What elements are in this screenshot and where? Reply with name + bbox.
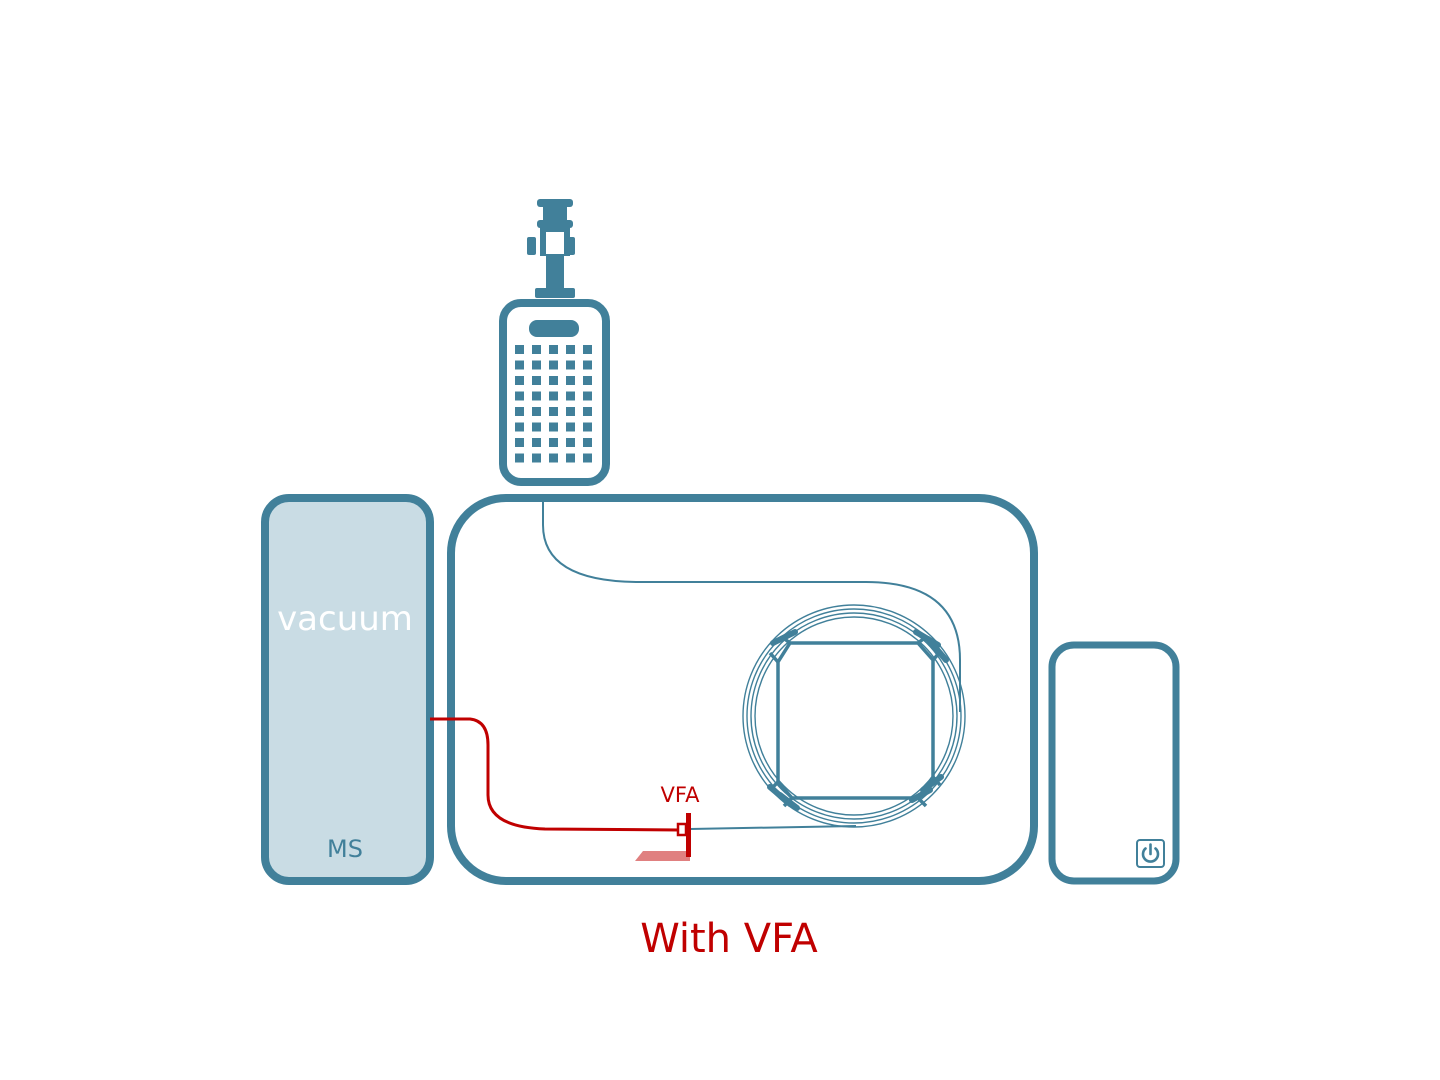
vfa-device: VFA — [635, 783, 700, 861]
ms-label: MS — [327, 835, 363, 863]
vent-square — [549, 360, 558, 370]
vent-square — [583, 345, 592, 354]
ms-unit: vacuum MS — [261, 494, 434, 885]
vent-square — [532, 391, 541, 401]
vfa-label: VFA — [661, 783, 701, 807]
vent-square — [532, 345, 541, 354]
column-clips — [767, 629, 949, 811]
vent-square — [515, 422, 524, 432]
vent-square — [549, 422, 558, 432]
vent-square — [566, 345, 575, 354]
vent-square — [566, 422, 575, 432]
vent-square — [515, 391, 524, 401]
transfer-line — [430, 717, 681, 832]
vent-square — [566, 391, 575, 401]
vent-square — [515, 438, 524, 447]
inlet-vent-grid — [515, 345, 592, 463]
vent-square — [532, 407, 541, 416]
vent-square — [532, 422, 541, 432]
vent-square — [515, 376, 524, 385]
vent-square — [583, 453, 592, 463]
vent-square — [549, 391, 558, 401]
vacuum-label: vacuum — [277, 599, 413, 639]
vent-square — [583, 391, 592, 401]
vent-square — [583, 438, 592, 447]
vent-square — [532, 438, 541, 447]
vent-square — [532, 376, 541, 385]
ms-box — [261, 494, 434, 885]
vent-square — [532, 360, 541, 370]
vent-square — [583, 407, 592, 416]
vent-square — [515, 345, 524, 354]
vent-square — [515, 360, 524, 370]
vent-square — [583, 376, 592, 385]
vent-square — [549, 407, 558, 416]
vent-square — [549, 438, 558, 447]
column-inlet-line — [542, 500, 961, 712]
vent-square — [549, 345, 558, 354]
gc-oven-box — [447, 494, 1038, 885]
column-coil — [742, 604, 966, 828]
vent-square — [549, 376, 558, 385]
caption: With VFA — [640, 916, 818, 962]
vent-square — [566, 438, 575, 447]
control-unit — [1048, 641, 1180, 885]
vent-square — [566, 376, 575, 385]
vent-square — [566, 453, 575, 463]
vent-square — [532, 453, 541, 463]
vent-square — [566, 407, 575, 416]
vent-square — [515, 453, 524, 463]
vent-square — [515, 407, 524, 416]
column-outlet-line — [689, 825, 857, 830]
vent-square — [583, 422, 592, 432]
control-box — [1048, 641, 1180, 885]
vent-square — [583, 360, 592, 370]
vent-square — [566, 360, 575, 370]
vent-square — [549, 453, 558, 463]
power-icon[interactable] — [1136, 839, 1165, 868]
